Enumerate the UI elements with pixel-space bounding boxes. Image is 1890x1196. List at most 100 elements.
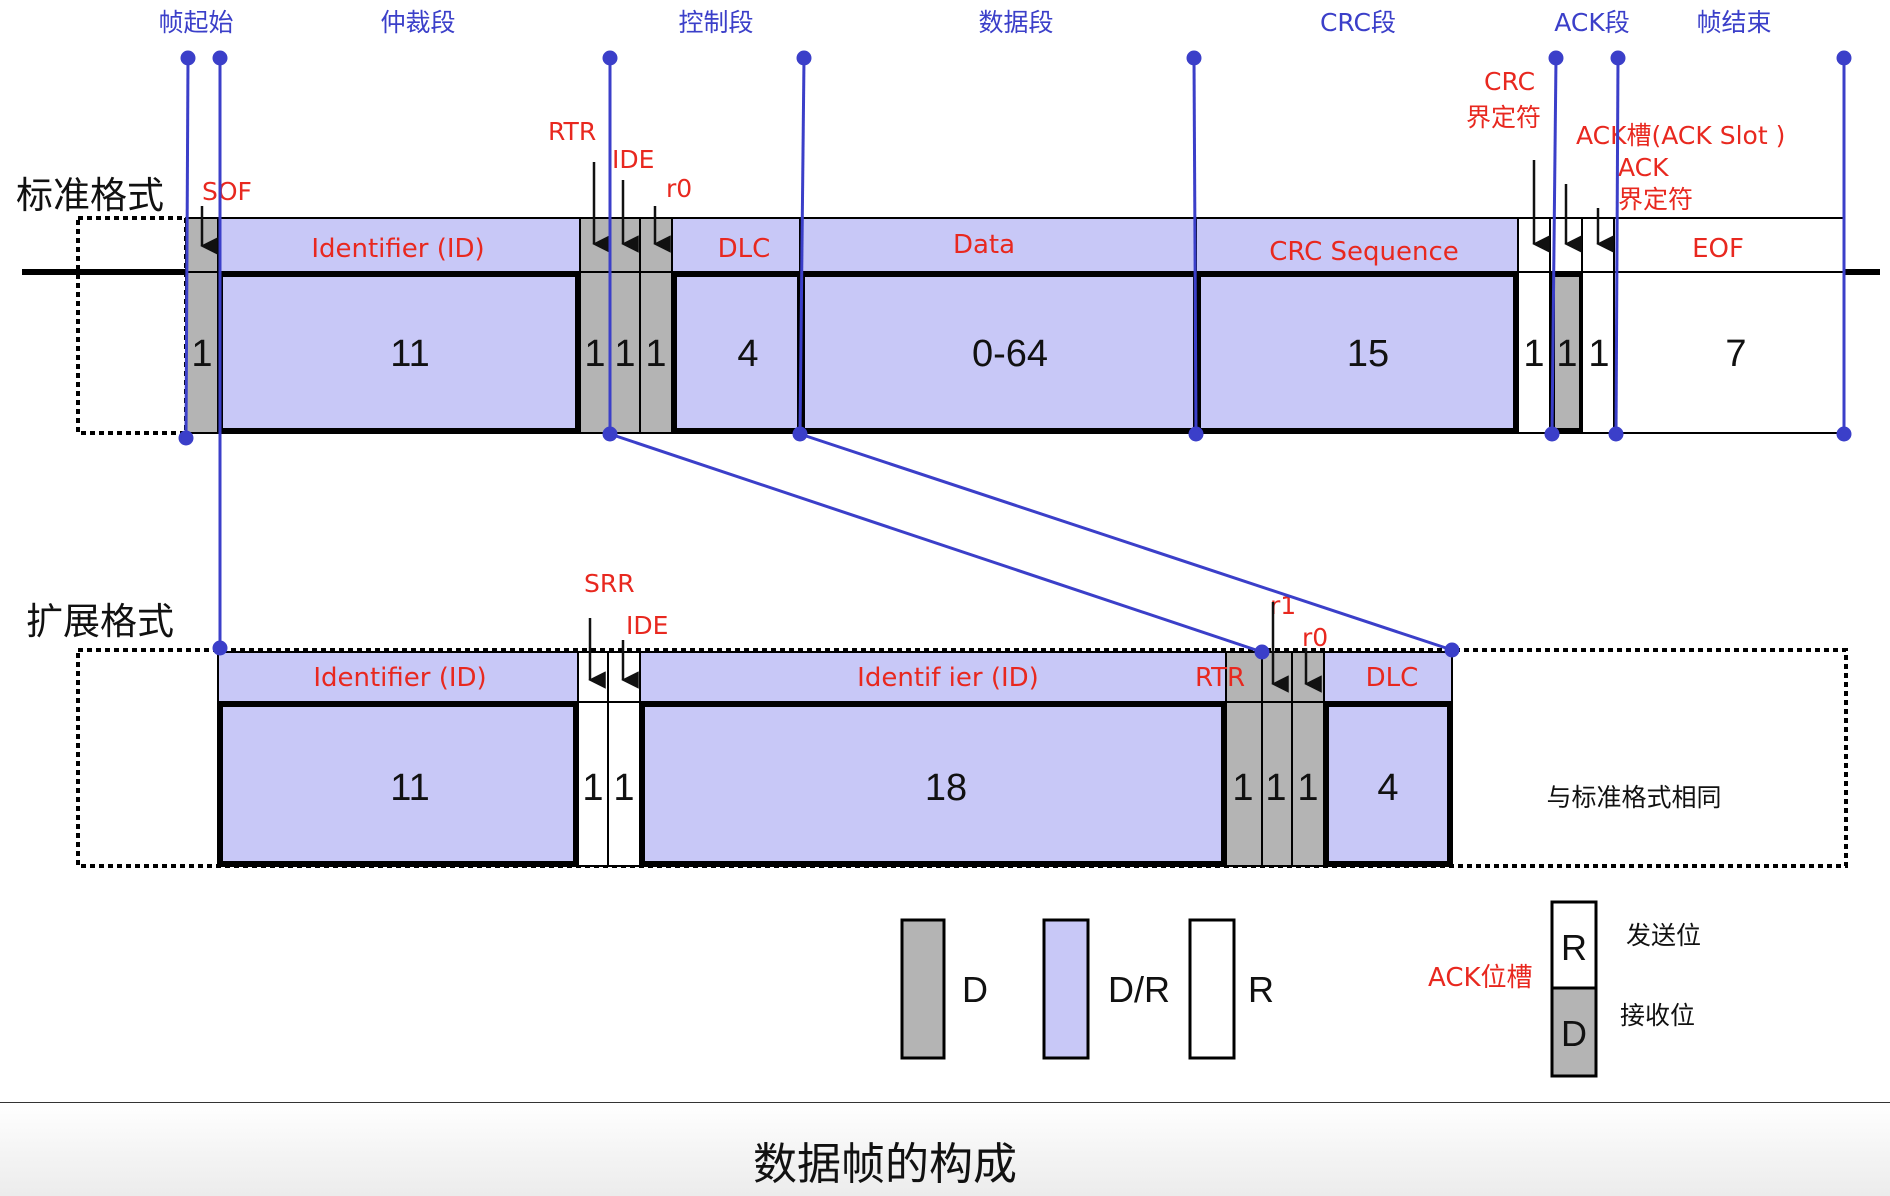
ext-rtr-band bbox=[1225, 651, 1263, 703]
boundary-dot bbox=[180, 50, 196, 66]
legend-ack-slot-label: ACK位槽 bbox=[1428, 963, 1533, 993]
boundary-crc bbox=[1550, 57, 1558, 435]
ext-r1-cell bbox=[1261, 701, 1293, 867]
section-crc: CRC段 bbox=[1320, 8, 1396, 37]
ext-outline bbox=[76, 648, 1848, 868]
legend-dominant-label: D bbox=[962, 969, 988, 1010]
boundary-dot bbox=[796, 50, 812, 66]
ide-band bbox=[609, 217, 641, 273]
rtr-bit-label: RTR bbox=[548, 117, 596, 146]
ext-r1-value: 1 bbox=[1265, 767, 1286, 809]
legend-recessive-swatch bbox=[1188, 918, 1236, 1060]
figure-caption: 数据帧的构成 bbox=[753, 1139, 1017, 1190]
ext-rtr-value: 1 bbox=[1232, 767, 1253, 809]
boundary-dot bbox=[1544, 426, 1560, 442]
boundary-dot bbox=[1186, 50, 1202, 66]
std-ack-slot-value: 1 bbox=[1556, 333, 1577, 375]
ack-slot-label: ACK槽(ACK Slot ) bbox=[1576, 121, 1785, 150]
boundary-dot bbox=[1610, 50, 1626, 66]
std-r0-value: 1 bbox=[645, 333, 666, 375]
ext-id2-name: Identif ier (ID) bbox=[857, 663, 1039, 693]
boundary-dot bbox=[1444, 642, 1460, 658]
boundary-dot bbox=[602, 50, 618, 66]
ext-srr-value: 1 bbox=[582, 767, 603, 809]
legend-send-letter: R bbox=[1561, 927, 1587, 968]
ext-ide-value: 1 bbox=[613, 767, 634, 809]
boundary-dot bbox=[1836, 426, 1852, 442]
ext-id2-cell bbox=[639, 701, 1227, 867]
legend-send-desc: 发送位 bbox=[1626, 921, 1701, 950]
ext-dlc-name: DLC bbox=[1366, 663, 1419, 693]
section-headers: 帧起始 仲裁段 控制段 数据段 CRC段 ACK段 帧结束 bbox=[158, 8, 1771, 37]
std-id-value: 11 bbox=[390, 333, 429, 375]
boundary-control bbox=[798, 57, 806, 435]
boundary-data bbox=[1192, 57, 1198, 435]
ack-delim-label-2: 界定符 bbox=[1618, 185, 1693, 214]
ext-ide-bit-label: IDE bbox=[626, 611, 668, 640]
extended-frame: Identifier (ID) Identif ier (ID) RTR DLC… bbox=[76, 569, 1848, 868]
std-dlc-value: 4 bbox=[737, 333, 758, 375]
ext-id1-name: Identifier (ID) bbox=[313, 663, 486, 693]
r0-bit-label: r0 bbox=[666, 174, 692, 203]
ide-bit-label: IDE bbox=[612, 145, 654, 174]
legend-recessive-label: R bbox=[1248, 969, 1274, 1010]
extended-bit-arrows bbox=[588, 602, 1322, 693]
srr-bit-label: SRR bbox=[584, 569, 635, 598]
crc-cell bbox=[1195, 271, 1519, 434]
ext-rtr-name: RTR bbox=[1195, 663, 1245, 693]
section-eof: 帧结束 bbox=[1696, 8, 1771, 37]
boundary-dot bbox=[1608, 426, 1624, 442]
ext-id1-cell bbox=[217, 701, 579, 867]
sof-bit-label: SOF bbox=[202, 177, 252, 206]
data-band bbox=[799, 217, 1197, 273]
crc-delim-cell bbox=[1517, 271, 1551, 434]
std-ide-value: 1 bbox=[614, 333, 635, 375]
ext-r1-band bbox=[1261, 651, 1293, 703]
crc-delim-label-2: 界定符 bbox=[1466, 103, 1541, 132]
boundary-dot bbox=[1548, 50, 1564, 66]
section-data: 数据段 bbox=[978, 8, 1053, 37]
rtr-cell bbox=[579, 271, 611, 434]
section-boundaries bbox=[178, 50, 1852, 660]
idle-box-left bbox=[76, 216, 188, 435]
std-id-name: Identifier (ID) bbox=[311, 234, 484, 264]
ext-r0-bit-label: r0 bbox=[1302, 623, 1328, 652]
mapping-line-control-start bbox=[609, 432, 1263, 654]
legend-dominant-swatch bbox=[900, 918, 946, 1060]
legend-recv-letter: D bbox=[1561, 1013, 1587, 1054]
std-eof-value: 7 bbox=[1725, 333, 1746, 375]
section-arbitration: 仲裁段 bbox=[380, 8, 455, 37]
ext-id2-value: 18 bbox=[925, 767, 967, 809]
boundary-dot bbox=[1836, 50, 1852, 66]
standard-format-label: 标准格式 bbox=[16, 174, 164, 217]
ext-srr-band bbox=[577, 651, 609, 703]
standard-bit-arrows bbox=[200, 160, 1614, 255]
mapping-line-data-start bbox=[799, 432, 1453, 652]
std-eof-name: EOF bbox=[1692, 234, 1744, 264]
std-crc-value: 15 bbox=[1347, 333, 1389, 375]
ext-id1-value: 11 bbox=[390, 767, 429, 809]
ack-delim-label-1: ACK bbox=[1618, 153, 1669, 182]
std-data-name: Data bbox=[953, 230, 1015, 260]
ext-r0-band bbox=[1291, 651, 1325, 703]
ext-r0-value: 1 bbox=[1297, 767, 1318, 809]
dlc-cell bbox=[671, 271, 803, 434]
extended-format-label: 扩展格式 bbox=[26, 600, 174, 643]
legend-send-box bbox=[1550, 900, 1598, 990]
caption-bar bbox=[0, 1103, 1890, 1196]
std-crc-delim-value: 1 bbox=[1523, 333, 1544, 375]
std-data-value: 0-64 bbox=[972, 333, 1048, 375]
ext-r0-cell bbox=[1291, 701, 1325, 867]
boundary-dot bbox=[1254, 644, 1270, 660]
standard-frame: Identifier (ID) DLC Data CRC Sequence EO… bbox=[22, 67, 1880, 435]
std-ack-delim-value: 1 bbox=[1588, 333, 1609, 375]
ext-dlc-value: 4 bbox=[1377, 767, 1398, 809]
std-dlc-name: DLC bbox=[718, 234, 771, 264]
std-rtr-value: 1 bbox=[584, 333, 605, 375]
eof-cell bbox=[1613, 271, 1845, 434]
boundary-dot bbox=[178, 430, 194, 446]
ext-id2-band bbox=[639, 651, 1227, 703]
boundary-dot bbox=[1188, 426, 1204, 442]
boundary-sof-left bbox=[184, 57, 190, 439]
